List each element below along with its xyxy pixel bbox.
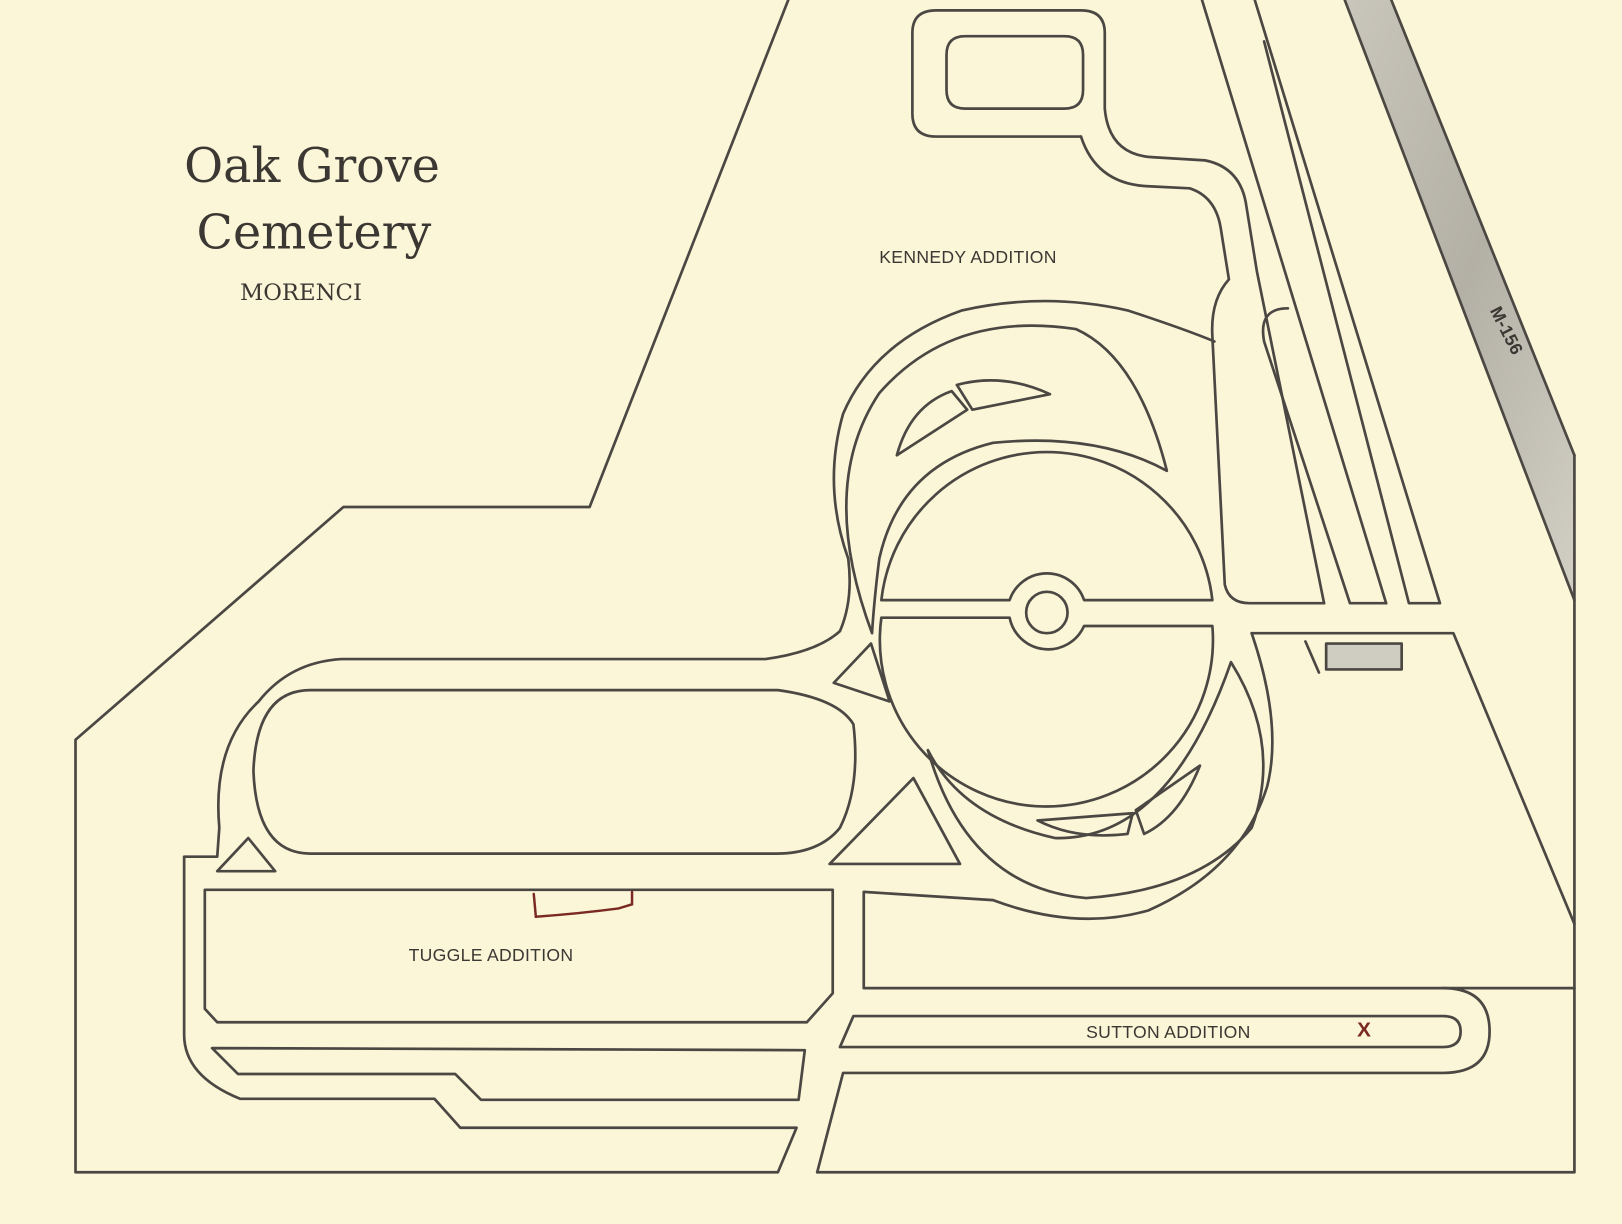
driveway-line	[1304, 640, 1321, 674]
cross-road-south-edge	[1250, 631, 1576, 926]
highway-m156: M-156	[1343, 0, 1576, 602]
triangle-island-south	[828, 776, 962, 866]
sutton-addition-plot	[838, 1014, 1462, 1049]
grave-marker-x: X	[1357, 1019, 1371, 1042]
map-subtitle: MORENCI	[240, 280, 362, 306]
highway-edge-west	[1343, 0, 1576, 602]
south-crescent-section-a	[1036, 811, 1135, 837]
east-strip	[1253, 0, 1442, 605]
kennedy-addition-label: KENNEDY ADDITION	[879, 247, 1057, 267]
map-title-line1: Oak Grove	[184, 139, 440, 194]
tuggle-addition-plot	[203, 888, 835, 1024]
boundary-west	[74, 0, 1216, 1174]
south-strip-plot	[210, 1046, 807, 1102]
circle-south-half	[878, 616, 1215, 808]
north-crescent-section-b	[955, 379, 1052, 412]
sutton-addition-label: SUTTON ADDITION	[1086, 1022, 1250, 1042]
sutton-road	[815, 986, 1491, 1174]
strip-edge	[1200, 0, 1388, 605]
north-road-west	[1079, 135, 1326, 605]
highway-edge-east	[1389, 0, 1576, 457]
triangle-island-west	[215, 836, 277, 873]
north-loop-road-east	[911, 9, 1326, 605]
central-circle	[878, 450, 1215, 808]
circle-north-half	[879, 450, 1214, 602]
oval-plot	[252, 688, 857, 855]
south-crescent-section-b	[1134, 764, 1202, 836]
north-loop-island	[945, 34, 1085, 110]
handwritten-bracket-mark	[532, 890, 634, 919]
triangle-island-north	[832, 642, 891, 703]
center-circle	[1024, 590, 1069, 635]
building	[1324, 642, 1404, 671]
north-crescent-section-a	[895, 389, 969, 457]
north-crescent	[844, 324, 1169, 635]
map-title-line2: Cemetery	[197, 205, 432, 260]
island-strip	[1261, 306, 1388, 605]
tuggle-addition-label: TUGGLE ADDITION	[409, 945, 574, 965]
ring-outer-east	[862, 631, 1576, 990]
south-crescent	[926, 660, 1265, 900]
boundary-east-south	[815, 453, 1576, 1174]
